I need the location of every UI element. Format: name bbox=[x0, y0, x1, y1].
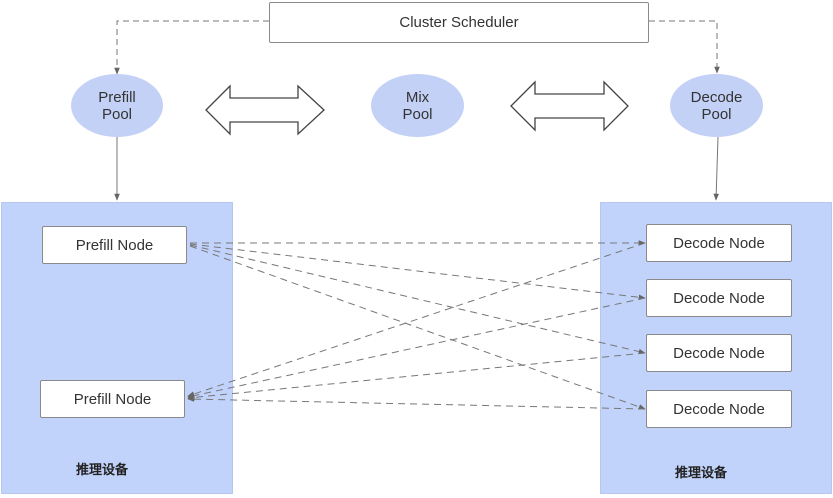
decode-node-1-label: Decode Node bbox=[673, 234, 765, 252]
decode-node-1[interactable]: Decode Node bbox=[646, 224, 792, 262]
right-panel-label: 推理设备 bbox=[675, 466, 728, 481]
prefill2-to-decode1-link bbox=[187, 242, 646, 397]
scheduler-to-decode-connector bbox=[649, 20, 720, 74]
decode-node-3[interactable]: Decode Node bbox=[646, 334, 792, 372]
prefill-node-2[interactable]: Prefill Node bbox=[40, 380, 185, 418]
prefill1-to-decode2-link bbox=[189, 243, 646, 301]
prefill-node-1[interactable]: Prefill Node bbox=[42, 226, 187, 264]
mix-pool-label-line2: Pool bbox=[402, 105, 433, 123]
decode-node-4-label: Decode Node bbox=[673, 400, 765, 418]
prefill-node-1-label: Prefill Node bbox=[75, 236, 154, 254]
prefill-mix-double-arrow bbox=[205, 84, 325, 136]
decode-pool[interactable]: Decode Pool bbox=[670, 74, 763, 137]
prefill1-to-decode3-link bbox=[189, 244, 646, 355]
left-panel-label: 推理设备 bbox=[76, 463, 129, 478]
prefill-pool-label-line1: Prefill bbox=[98, 88, 136, 106]
prefill-pool[interactable]: Prefill Pool bbox=[71, 74, 163, 137]
decode-node-4[interactable]: Decode Node bbox=[646, 390, 792, 428]
cluster-scheduler-box[interactable]: Cluster Scheduler bbox=[269, 2, 649, 43]
mix-pool[interactable]: Mix Pool bbox=[371, 74, 464, 137]
scheduler-to-prefill-connector bbox=[114, 20, 269, 75]
decode-node-2[interactable]: Decode Node bbox=[646, 279, 792, 317]
decode-node-3-label: Decode Node bbox=[673, 344, 765, 362]
prefill2-to-decode3-link bbox=[187, 352, 646, 401]
prefill-pool-label-line2: Pool bbox=[101, 105, 132, 123]
prefill1-to-decode4-link bbox=[189, 245, 646, 410]
decode-pool-label-line1: Decode bbox=[690, 88, 743, 106]
prefill-node-2-label: Prefill Node bbox=[73, 390, 152, 408]
mix-pool-label-line1: Mix bbox=[405, 88, 430, 106]
decode-pool-label-line2: Pool bbox=[701, 105, 732, 123]
decode-node-2-label: Decode Node bbox=[673, 289, 765, 307]
prefill2-to-decode4-link bbox=[187, 396, 646, 410]
decode-pool-to-panel-arrow bbox=[713, 136, 719, 201]
cluster-scheduler-label: Cluster Scheduler bbox=[399, 14, 519, 31]
mix-decode-double-arrow bbox=[510, 80, 629, 132]
prefill2-to-decode2-link bbox=[187, 297, 646, 399]
